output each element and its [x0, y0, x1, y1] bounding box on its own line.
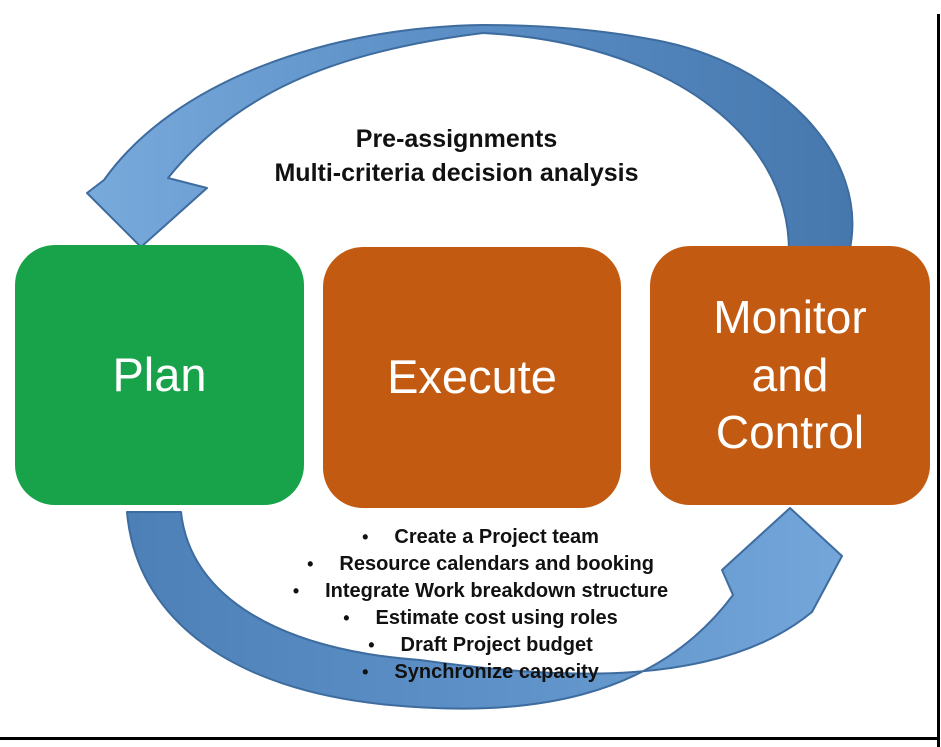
bullet-icon: • — [343, 608, 350, 628]
list-item-label: Resource calendars and booking — [339, 553, 654, 575]
monitor-control-box-label: Monitor and Control — [713, 291, 867, 459]
execute-box: Execute — [323, 247, 621, 508]
list-item-label: Integrate Work breakdown structure — [325, 580, 669, 602]
list-item: • Synchronize capacity — [20, 659, 941, 686]
list-item-label: Draft Project budget — [400, 634, 593, 656]
execute-box-label: Execute — [387, 350, 557, 404]
list-item: • Resource calendars and booking — [20, 551, 941, 578]
list-item: • Integrate Work breakdown structure — [20, 578, 941, 605]
multi-criteria-line: Multi-criteria decision analysis — [274, 159, 639, 187]
bullet-icon: • — [307, 554, 314, 574]
list-item-label: Estimate cost using roles — [375, 607, 618, 629]
list-item: • Estimate cost using roles — [20, 605, 941, 632]
bullet-icon: • — [292, 581, 300, 601]
bullet-icon: • — [368, 635, 375, 655]
bullet-icon: • — [362, 662, 369, 682]
list-item: • Create a Project team — [20, 524, 941, 551]
monitor-control-box: Monitor and Control — [650, 246, 930, 505]
slide-border-right — [937, 14, 940, 747]
plan-box-label: Plan — [112, 347, 207, 401]
pre-assignments-note: Pre-assignments Multi-criteria decision … — [0, 122, 913, 190]
list-item: • Draft Project budget — [20, 632, 941, 659]
list-item-label: Create a Project team — [394, 526, 599, 548]
top-cycle-arrow-icon — [86, 24, 854, 254]
pre-assignments-line: Pre-assignments — [355, 125, 558, 153]
slide-border-bottom — [0, 737, 939, 740]
bullet-icon: • — [362, 527, 369, 547]
list-item-label: Synchronize capacity — [394, 661, 599, 683]
execute-details-list: • Create a Project team • Resource calen… — [20, 524, 941, 686]
plan-box: Plan — [15, 245, 304, 505]
bottom-cycle-arrow-icon — [126, 507, 843, 710]
